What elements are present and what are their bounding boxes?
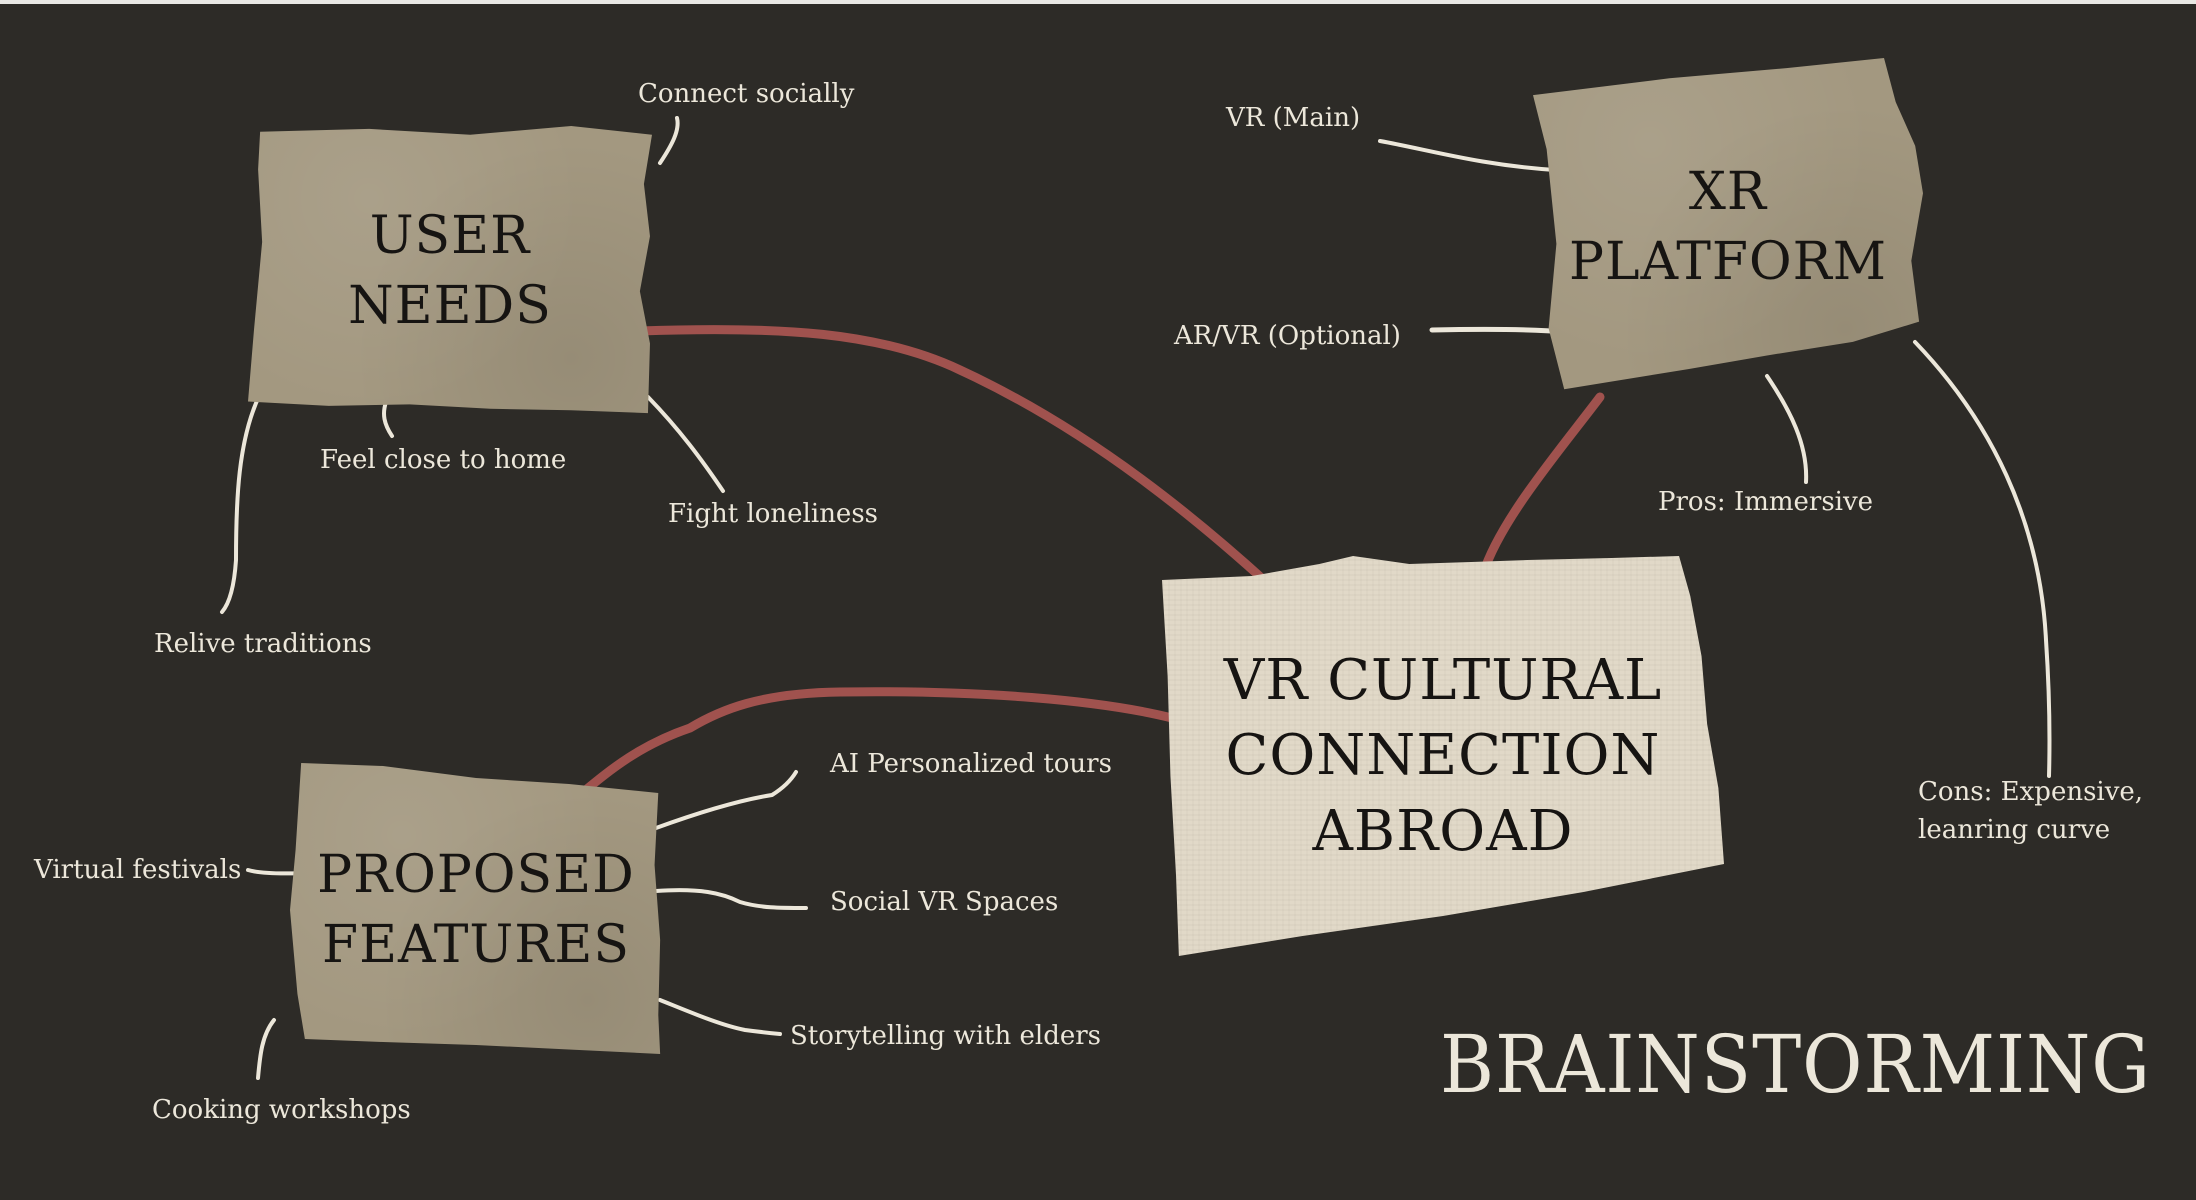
branch-fight-loneliness (646, 395, 725, 493)
branch-cons-expensive (1913, 340, 2052, 778)
label-feel-close-to-home: Feel close to home (320, 445, 567, 475)
label-cooking-workshops: Cooking workshops (152, 1095, 411, 1125)
user-needs-node[interactable]: USER NEEDS (248, 126, 652, 414)
user-needs-title: USER NEEDS (348, 205, 552, 336)
connector-center-proposed-features (577, 687, 1177, 798)
branch-connect-socially (658, 116, 680, 165)
central-topic-title: VR CULTURAL CONNECTION ABROAD (1223, 647, 1663, 864)
label-pros-immersive: Pros: Immersive (1658, 487, 1874, 517)
central-topic-node[interactable]: VR CULTURAL CONNECTION ABROAD (1162, 556, 1724, 956)
label-fight-loneliness: Fight loneliness (668, 499, 879, 529)
connector-center-user-needs (635, 325, 1295, 609)
proposed-features-title: PROPOSED FEATURES (317, 844, 635, 975)
label-virtual-festivals: Virtual festivals (34, 855, 242, 885)
label-ar-vr-optional: AR/VR (Optional) (1174, 321, 1401, 351)
label-vr-main: VR (Main) (1226, 103, 1361, 133)
branch-relive-traditions (220, 392, 262, 614)
branch-vr-main (1378, 139, 1557, 172)
label-relive-traditions: Relive traditions (154, 629, 372, 659)
label-connect-socially: Connect socially (638, 79, 855, 109)
page-title: BRAINSTORMING (1440, 1018, 2151, 1111)
label-cons-expensive: Cons: Expensive, leanring curve (1918, 777, 2144, 845)
xr-platform-title: XR PLATFORM (1568, 161, 1888, 292)
branch-storytelling-with-elders (658, 998, 782, 1036)
top-border (0, 0, 2196, 4)
xr-platform-node[interactable]: XR PLATFORM (1533, 58, 1923, 390)
branch-ai-personalized-tours (654, 770, 798, 830)
label-ai-personalized-tours: AI Personalized tours (830, 749, 1112, 779)
label-social-vr-spaces: Social VR Spaces (830, 887, 1059, 917)
branch-pros-immersive (1765, 374, 1809, 484)
connector-center-xr-platform (1478, 392, 1605, 579)
label-storytelling-with-elders: Storytelling with elders (790, 1021, 1101, 1051)
branch-cooking-workshops (256, 1018, 276, 1080)
proposed-features-node[interactable]: PROPOSED FEATURES (290, 763, 661, 1054)
branch-feel-close-to-home (382, 400, 394, 438)
branch-ar-vr-optional (1429, 326, 1569, 335)
branch-social-vr-spaces (654, 888, 808, 910)
